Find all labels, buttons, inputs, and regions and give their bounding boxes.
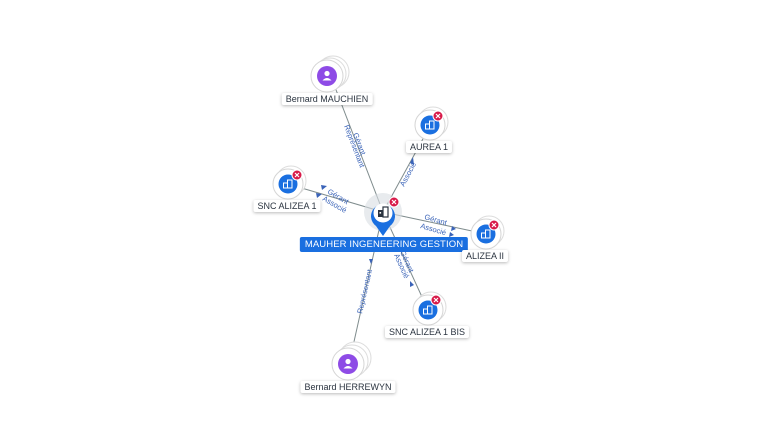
closed-x-icon	[432, 110, 444, 122]
closed-x-icon	[291, 169, 303, 181]
arrowheads-layer	[316, 157, 456, 287]
center-node[interactable]	[364, 193, 402, 236]
node-alizea-ii[interactable]	[470, 215, 505, 250]
arrow-snc-alizea-1-bis	[410, 281, 414, 287]
closed-x-icon	[488, 219, 500, 231]
node-label-alizea-ii[interactable]: ALIZEA II	[461, 250, 509, 262]
building-icon	[378, 206, 389, 218]
node-label-snc-alizea-1[interactable]: SNC ALIZEA 1	[253, 200, 321, 212]
person-icon	[343, 358, 353, 369]
closed-x-icon	[388, 196, 400, 208]
building-icon	[481, 229, 491, 239]
node-aurea-1[interactable]	[414, 106, 449, 141]
edge-label-herrewyn-representant: Représentant	[355, 268, 374, 315]
building-icon	[423, 305, 433, 315]
center-node-label[interactable]: MAUHER INGENEERING GESTION	[299, 237, 469, 252]
node-snc-alizea-1[interactable]	[272, 165, 307, 200]
node-label-snc-alizea-1-bis[interactable]: SNC ALIZEA 1 BIS	[384, 326, 470, 338]
arrow-bernard-herrewyn	[369, 259, 373, 264]
person-icon	[322, 70, 332, 81]
node-label-bernard-mauchien[interactable]: Bernard MAUCHIEN	[281, 93, 373, 105]
arrow-aurea-1	[410, 157, 414, 165]
building-icon	[425, 120, 435, 130]
building-icon	[283, 179, 293, 189]
closed-x-icon	[430, 294, 442, 306]
node-label-bernard-herrewyn[interactable]: Bernard HERREWYN	[300, 381, 396, 393]
node-bernard-herrewyn[interactable]	[331, 341, 372, 381]
node-snc-alizea-1-bis[interactable]	[412, 291, 447, 326]
edge-label-aurea-associe: Associé	[398, 161, 418, 188]
node-label-aurea-1[interactable]: AUREA 1	[405, 141, 453, 153]
arrow-snc-alizea-1	[321, 185, 327, 190]
arrow-snc-alizea-1-lower	[316, 193, 322, 198]
node-bernard-mauchien[interactable]	[310, 55, 350, 93]
arrow-alizea-ii	[451, 226, 456, 231]
arrow-alizea-ii-lower	[449, 232, 454, 237]
